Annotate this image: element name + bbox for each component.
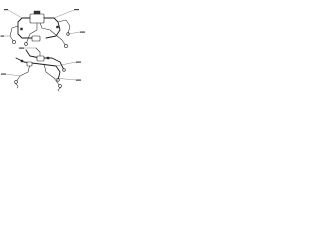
brake-line-lower-1	[25, 49, 65, 71]
junction-block-rear	[26, 61, 33, 67]
leader-2	[53, 9, 75, 19]
clip-upper-b	[56, 25, 59, 29]
parts-diagram	[0, 9, 85, 92]
junction-block-lower	[36, 55, 45, 62]
master-cylinder	[29, 13, 45, 24]
fitting-lower-left	[14, 80, 18, 84]
proportioning-valve	[31, 35, 41, 42]
callout-mark-4	[80, 31, 85, 33]
fitting-upper-right	[64, 44, 68, 48]
fitting-upper-left	[12, 40, 16, 44]
upper-assembly	[9, 10, 71, 48]
callout-mark-6	[76, 61, 81, 63]
callout-mark-5	[19, 47, 24, 49]
callout-mark-8	[76, 79, 81, 81]
callout-leaders	[0, 9, 85, 81]
reservoir-cap	[33, 10, 41, 15]
fitting-lower-mid-2	[56, 78, 60, 82]
leader-6	[55, 61, 77, 67]
callout-mark-3	[0, 35, 4, 37]
callout-mark-7	[1, 73, 6, 75]
leader-8	[53, 77, 77, 81]
clip-lower-a	[46, 56, 50, 60]
lower-assembly	[14, 47, 66, 92]
leader-1	[7, 9, 23, 19]
brake-line-upper-1	[17, 17, 35, 39]
fitting-lower-mid	[62, 68, 66, 72]
brake-line-lower-4	[43, 63, 61, 87]
brake-line-upper-4	[39, 22, 67, 47]
brake-line-upper-2	[43, 17, 61, 39]
brake-line-upper-3	[25, 22, 38, 45]
brake-line-upper-6	[57, 19, 71, 35]
fitting-upper-mid	[24, 42, 28, 46]
brake-line-lower-3	[15, 63, 31, 83]
leader-7	[5, 73, 21, 77]
clip-upper-a	[20, 27, 23, 31]
callout-mark-2	[74, 9, 79, 11]
leader-4	[67, 31, 81, 35]
clip-lower-b	[20, 59, 24, 63]
fitting-lower-right	[58, 84, 62, 88]
brake-line-upper-5	[9, 25, 19, 43]
callout-mark-1	[4, 9, 8, 11]
